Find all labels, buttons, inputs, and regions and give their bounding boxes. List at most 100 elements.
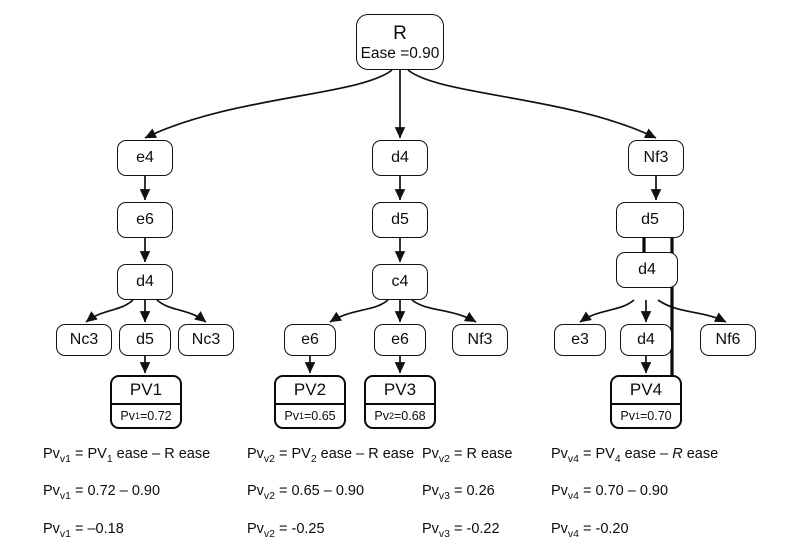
node-b1-leaf-2[interactable]: d5 [119, 324, 171, 356]
formula-rhs: 0.65 – 0.90 [291, 483, 365, 500]
pv-value-number: 0.68 [401, 409, 426, 423]
node-label: Nf3 [643, 149, 669, 166]
node-label: d4 [638, 261, 656, 278]
node-label: e6 [301, 331, 319, 348]
formula-pv4-line-3: Pvv4 = -0.20 [551, 520, 629, 540]
node-b3-level3[interactable]: d4 [616, 252, 678, 288]
formula-lhs: Pvv1 [43, 483, 71, 503]
formula-pv3-line-3: Pvv3 = -0.22 [422, 520, 500, 540]
node-b2-level3[interactable]: c4 [372, 264, 428, 300]
formula-rhs: –0.18 [87, 520, 124, 537]
formula-lhs: Pvv4 [551, 483, 579, 503]
pv-value-number: 0.65 [311, 409, 336, 423]
pv-value-label: Pv [374, 409, 389, 423]
pv-value-label: Pv [120, 409, 135, 423]
formula-pv2-line-1: Pvv2 = PV2 ease – R ease [247, 446, 415, 465]
pv-value-sub: 1 [134, 411, 140, 421]
formula-rhs: -0.25 [291, 520, 325, 537]
pv-value-number: 0.72 [147, 409, 172, 423]
node-b1-level1[interactable]: e4 [117, 140, 173, 176]
pv-value-sub: 2 [388, 411, 394, 421]
formula-lhs: Pvv3 [422, 483, 450, 503]
node-b2-leaf-3[interactable]: Nf3 [452, 324, 508, 356]
formula-lhs: Pvv2 [247, 483, 275, 503]
node-b3-level2[interactable]: d5 [616, 202, 684, 238]
node-root[interactable]: R Ease =0.90 [356, 14, 444, 70]
formula-pv4-line-1: Pvv4 = PV4 ease – R ease [551, 446, 719, 465]
formula-lhs: Pvv2 [247, 520, 275, 540]
formula-rhs: 0.72 – 0.90 [87, 483, 161, 500]
formula-lhs: Pvv2 [422, 446, 450, 465]
pv-value-number: 0.70 [647, 409, 672, 423]
formula-pv3-line-1: Pvv2 = R ease [422, 446, 513, 465]
node-label: Nc3 [191, 331, 221, 348]
pv-value-sub: 1 [298, 411, 304, 421]
pv-value-label: Pv [620, 409, 635, 423]
formula-pv2-line-2: Pvv2 = 0.65 – 0.90 [247, 483, 365, 503]
formula-rhs: -0.22 [466, 520, 500, 537]
pv-value-sub: 1 [634, 411, 640, 421]
node-label: d5 [391, 211, 409, 228]
formula-rhs: PV4 ease – R ease [595, 446, 719, 465]
node-b3-leaf-1[interactable]: e3 [554, 324, 606, 356]
pv-title: PV1 [112, 377, 180, 405]
formula-pv4-line-2: Pvv4 = 0.70 – 0.90 [551, 483, 669, 503]
formula-pv2-line-3: Pvv2 = -0.25 [247, 520, 325, 540]
node-label: d5 [136, 331, 154, 348]
node-b2-level2[interactable]: d5 [372, 202, 428, 238]
node-label: e6 [391, 331, 409, 348]
node-b2-leaf-1[interactable]: e6 [284, 324, 336, 356]
node-label: d4 [136, 273, 154, 290]
pv-title: PV3 [366, 377, 434, 405]
node-b1-leaf-1[interactable]: Nc3 [56, 324, 112, 356]
formula-lhs: Pvv1 [43, 520, 71, 540]
node-label: d4 [637, 331, 655, 348]
node-b2-level1[interactable]: d4 [372, 140, 428, 176]
node-b3-level1[interactable]: Nf3 [628, 140, 684, 176]
formula-lhs: Pvv1 [43, 446, 71, 465]
node-label: e3 [571, 331, 589, 348]
node-label: e4 [136, 149, 154, 166]
formula-lhs: Pvv2 [247, 446, 275, 465]
root-ease-label: Ease =0.90 [360, 45, 440, 63]
formula-pv3-line-2: Pvv3 = 0.26 [422, 483, 495, 503]
node-label: Nc3 [69, 331, 99, 348]
node-b3-leaf-3[interactable]: Nf6 [700, 324, 756, 356]
node-b3-leaf-2[interactable]: d4 [620, 324, 672, 356]
node-b1-level2[interactable]: e6 [117, 202, 173, 238]
formula-rhs: PV1 ease – R ease [87, 446, 211, 465]
formula-rhs: -0.20 [595, 520, 629, 537]
formula-rhs: 0.26 [466, 483, 495, 500]
formula-rhs: 0.70 – 0.90 [595, 483, 669, 500]
node-b1-level3[interactable]: d4 [117, 264, 173, 300]
formula-rhs: PV2 ease – R ease [291, 446, 415, 465]
formula-rhs: R ease [466, 446, 513, 462]
pv-title: PV4 [612, 377, 680, 405]
root-label: R [393, 23, 407, 45]
formula-lhs: Pvv4 [551, 446, 579, 465]
node-b2-leaf-2[interactable]: e6 [374, 324, 426, 356]
formula-lhs: Pvv4 [551, 520, 579, 540]
node-label: c4 [391, 273, 409, 290]
formula-pv1-line-1: Pvv1 = PV1 ease – R ease [43, 446, 211, 465]
formula-pv1-line-3: Pvv1 = –0.18 [43, 520, 124, 540]
node-label: d4 [391, 149, 409, 166]
node-label: Nf6 [715, 331, 741, 348]
node-label: Nf3 [467, 331, 493, 348]
node-b1-leaf-3[interactable]: Nc3 [178, 324, 234, 356]
formula-pv1-line-2: Pvv1 = 0.72 – 0.90 [43, 483, 161, 503]
pv-value-label: Pv [284, 409, 299, 423]
